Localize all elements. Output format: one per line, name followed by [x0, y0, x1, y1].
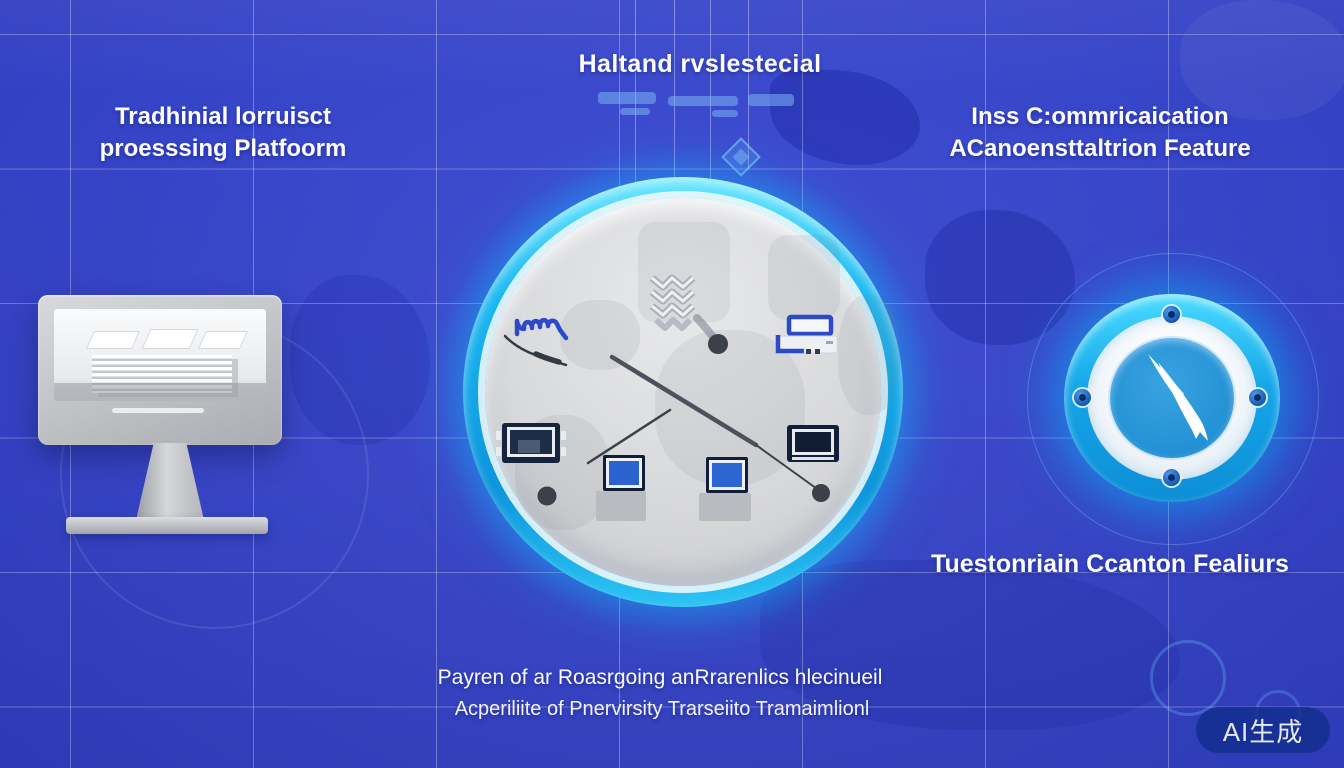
screw-icon	[1163, 469, 1180, 486]
circle-shadow-blob	[838, 295, 900, 415]
top-title: Haltand rvslestecial	[578, 50, 822, 78]
center-circle-face	[485, 198, 881, 586]
bottom-caption-line2: Acperiliite of Pnervirsity Trarseiito Tr…	[454, 698, 870, 720]
decor-hairline	[748, 0, 749, 170]
circle-shadow-blob	[560, 300, 640, 370]
left-title-line1: Tradhinial lorruisct	[114, 103, 332, 130]
ai-generated-watermark: AI生成	[1196, 707, 1330, 753]
decor-fragment	[620, 108, 650, 115]
dark-monitor-right-icon	[787, 425, 839, 462]
swoosh-feather-icon	[1148, 354, 1208, 441]
right-section-title: Inss C:ommricaication ACanoensttaltrion …	[949, 101, 1250, 165]
coil-needle-icon	[503, 317, 569, 367]
blue-monitor-left-icon	[596, 455, 646, 521]
decor-fragment	[598, 92, 656, 104]
decor-hairline	[674, 0, 675, 185]
monitor-screen	[54, 309, 266, 401]
decor-fragment	[748, 94, 794, 106]
decor-ring	[1150, 640, 1226, 716]
right-title-line2: ACanoensttaltrion Feature	[949, 134, 1251, 162]
node-dots	[537, 334, 830, 506]
decor-fragment	[712, 110, 738, 117]
screw-icon	[1249, 389, 1266, 406]
printer-icon	[775, 314, 838, 354]
bottom-caption-line1: Payren of ar Roasrgoing anRrarenlics hle…	[437, 666, 883, 689]
decor-hairline	[710, 0, 711, 178]
left-title-line2: proesssing Platfoorm	[99, 134, 347, 162]
screw-icon	[1163, 306, 1180, 323]
screen-gray-band	[54, 383, 266, 401]
background-light-patch	[1180, 0, 1344, 120]
monitor-stand-base	[66, 517, 268, 534]
desktop-monitor-illustration	[38, 295, 282, 445]
screw-icon	[1074, 389, 1091, 406]
right-badge	[1064, 294, 1280, 502]
right-title-line1: Inss C:ommricaication	[971, 103, 1229, 130]
chevron-flow-icon	[649, 274, 720, 345]
left-section-title: Tradhinial lorruisct proesssing Platfoor…	[100, 101, 347, 165]
blue-monitor-right-icon	[699, 457, 751, 521]
circle-shadow-blob	[768, 235, 840, 320]
decor-ring	[1027, 253, 1319, 545]
decor-fragment	[668, 96, 738, 106]
connector-lines	[586, 354, 821, 492]
monitor-speaker-slot	[112, 408, 204, 413]
badge-face	[1110, 338, 1234, 458]
right-caption: Tuestonriain Ccanton Fealiurs	[931, 550, 1289, 578]
dark-monitor-left-icon	[496, 423, 566, 463]
